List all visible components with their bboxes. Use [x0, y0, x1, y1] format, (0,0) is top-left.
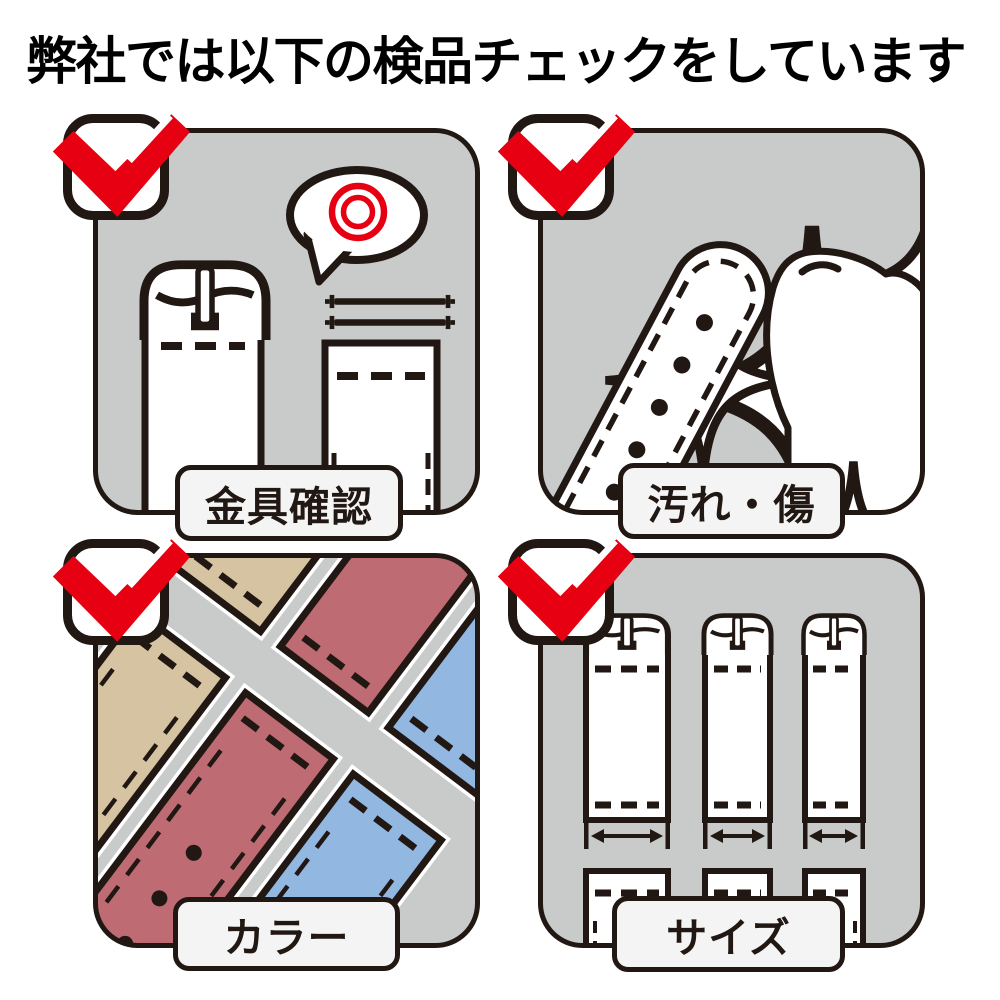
label-text: 汚れ・傷: [647, 482, 816, 528]
checkmark-icon: [51, 112, 191, 220]
panel-label-size: サイズ: [612, 896, 845, 972]
panel-label-color: カラー: [173, 897, 400, 971]
page-title: 弊社では以下の検品チェックをしています: [26, 33, 966, 90]
check-badge: [63, 114, 169, 220]
checkmark-icon: [496, 112, 636, 220]
hardware-illustration: [93, 128, 480, 515]
panel-size: サイズ: [538, 553, 925, 972]
stain-illustration: [538, 128, 925, 515]
check-badge: [63, 539, 169, 645]
watch-band-with-holes: [550, 241, 772, 513]
label-text: 金具確認: [205, 484, 373, 530]
label-text: カラー: [223, 915, 350, 961]
check-badge: [508, 114, 614, 220]
width-arrow-icon: [584, 823, 670, 849]
speech-bubble-icon: [286, 166, 428, 286]
panel-stain-scratch: 汚れ・傷: [538, 128, 925, 539]
checkmark-icon: [51, 537, 191, 645]
double-circle-ok-icon: [328, 182, 388, 242]
width-arrow-icon: [803, 823, 865, 849]
label-text: サイズ: [666, 915, 791, 961]
panel-label-hardware: 金具確認: [175, 465, 403, 541]
panel-color: カラー: [93, 553, 480, 971]
check-badge: [508, 539, 614, 645]
checkmark-icon: [496, 537, 636, 645]
panel-hardware-check: 金具確認: [93, 128, 480, 541]
panel-label-stain: 汚れ・傷: [618, 463, 845, 539]
wiping-hand: [763, 247, 923, 513]
color-illustration: [93, 553, 480, 948]
width-arrow-icon: [703, 823, 772, 849]
